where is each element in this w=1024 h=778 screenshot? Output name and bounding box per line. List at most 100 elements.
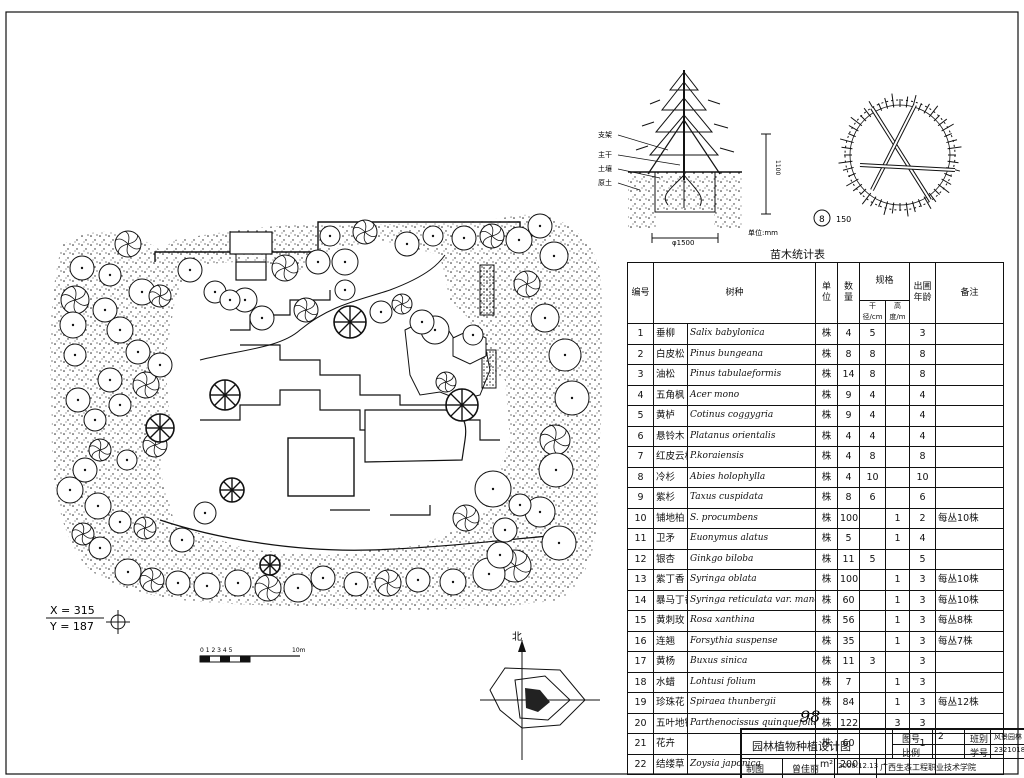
cell-cn: 花卉 [653,733,688,755]
cell-unit: 株 [815,671,839,693]
cell-age: 8 [909,446,937,468]
cell-latin: Pinus bungeana [686,343,817,365]
coord-y: Y = 187 [49,620,94,633]
cell-latin: Pinus tabulaeformis [686,364,817,386]
cell-cn: 垂柳 [653,323,688,345]
cell-no: 15 [627,610,654,632]
cell-note [935,487,1005,509]
cell-crown [885,548,911,570]
cell-crown: 1 [885,630,911,652]
cell-unit: 株 [815,343,839,365]
cell-crown [885,405,911,427]
cell-unit: 株 [815,651,839,673]
cell-qty: 8 [837,343,861,365]
cell-crown [885,323,911,345]
cell-qty: 4 [837,323,861,345]
cell-unit: 株 [815,507,839,529]
cell-dia: 5 [859,548,887,570]
scale-bar: 0 1 2 3 4 5 10m [199,647,306,663]
cell-qty: 9 [837,384,861,406]
pond [364,409,467,463]
cell-no: 18 [627,671,654,693]
cell-age: 4 [909,528,937,550]
cell-latin: Acer mono [686,384,817,406]
cell-note [935,466,1005,488]
cell-cn: 水蜡 [653,671,688,693]
cell-dia: 4 [859,384,887,406]
scale-unit: 10m [292,647,306,654]
cell-crown [885,343,911,365]
detail-label-support: 支架 [598,130,612,139]
detail-label-soil: 土壤 [598,164,612,173]
sheet-border [5,11,1019,775]
detail-plan-label: 150 [836,215,851,224]
header-unit: 单位 [815,262,839,324]
cell-age: 4 [909,384,937,406]
cell-dia: 8 [859,343,887,365]
cell-no: 7 [627,446,654,468]
cell-latin: Ginkgo biloba [686,548,817,570]
cell-no: 17 [627,651,654,673]
cell-latin: Cotinus coggygria [686,405,817,427]
cell-no: 11 [627,528,654,550]
cell-note [935,323,1005,345]
cell-latin: P.koraiensis [686,446,817,468]
cell-crown [885,364,911,386]
table-title: 苗木统计表 [770,248,825,261]
cell-cn: 红皮云杉 [653,446,688,468]
cell-dia [859,507,887,529]
stream [199,254,446,361]
cell-note [935,343,1005,365]
cell-note [935,671,1005,693]
header-crown: 高度/m [885,300,911,324]
student-no: 2321018 [994,746,1024,754]
cell-latin: S. procumbens [686,507,817,529]
cell-age: 3 [909,569,937,591]
cell-cn: 紫丁香 [653,569,688,591]
detail-circle-number: 8 [819,215,825,225]
detail-width-label: φ1500 [672,239,694,247]
cell-crown: 1 [885,569,911,591]
student-no-label: 学号 [970,749,989,759]
cell-qty: 84 [837,692,861,714]
cell-qty: 4 [837,466,861,488]
cell-no: 20 [627,712,654,734]
cell-no: 13 [627,569,654,591]
detail-height-label: 1100 [774,160,781,175]
cell-cn: 铺地柏 [653,507,688,529]
cell-crown [885,425,911,447]
drawer-name: 曾佳丽 [792,765,820,775]
cell-unit: 株 [815,466,839,488]
cell-note [935,651,1005,673]
stair-block-2 [481,349,497,389]
cell-unit: 株 [815,487,839,509]
cell-qty: 11 [837,651,861,673]
cell-qty: 60 [837,589,861,611]
cell-no: 4 [627,384,654,406]
cell-unit: 株 [815,630,839,652]
cell-unit: 株 [815,569,839,591]
header-qty: 数量 [837,262,861,324]
cell-no: 9 [627,487,654,509]
header-diameter: 干径/cm [859,300,887,324]
cell-note: 每丛10株 [935,507,1005,529]
cell-dia: 4 [859,425,887,447]
cell-unit: 株 [815,405,839,427]
square-plaza [287,437,355,497]
cell-no: 3 [627,364,654,386]
drawer-label: 制图 [746,765,765,775]
drawing-no: 2 [938,732,944,742]
table-header-row: 编号 树种 单位 数量 规格 出圃年龄 备注 [627,262,1005,324]
cell-no: 8 [627,466,654,488]
cell-crown: 1 [885,692,911,714]
cell-age: 10 [909,466,937,488]
header-age: 出圃年龄 [909,262,937,324]
title-block-title: 园林植物种植设计图 [752,740,851,753]
